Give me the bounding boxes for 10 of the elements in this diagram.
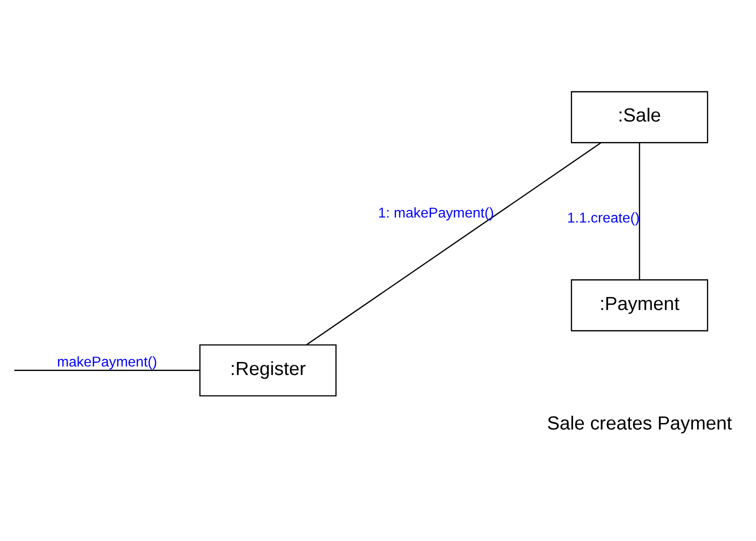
connector [638,142,640,280]
edge-label: makePayment() [56,354,158,370]
edge-label: 1: makePayment() [378,204,494,221]
connector [14,369,200,370]
label: Sale creates Payment [546,412,732,434]
connector [306,142,602,345]
node-box: :Payment [570,278,708,331]
node-box: :Register [199,344,337,396]
edge-label: 1.1.create() [567,210,640,226]
node-box: :Sale [570,90,708,143]
